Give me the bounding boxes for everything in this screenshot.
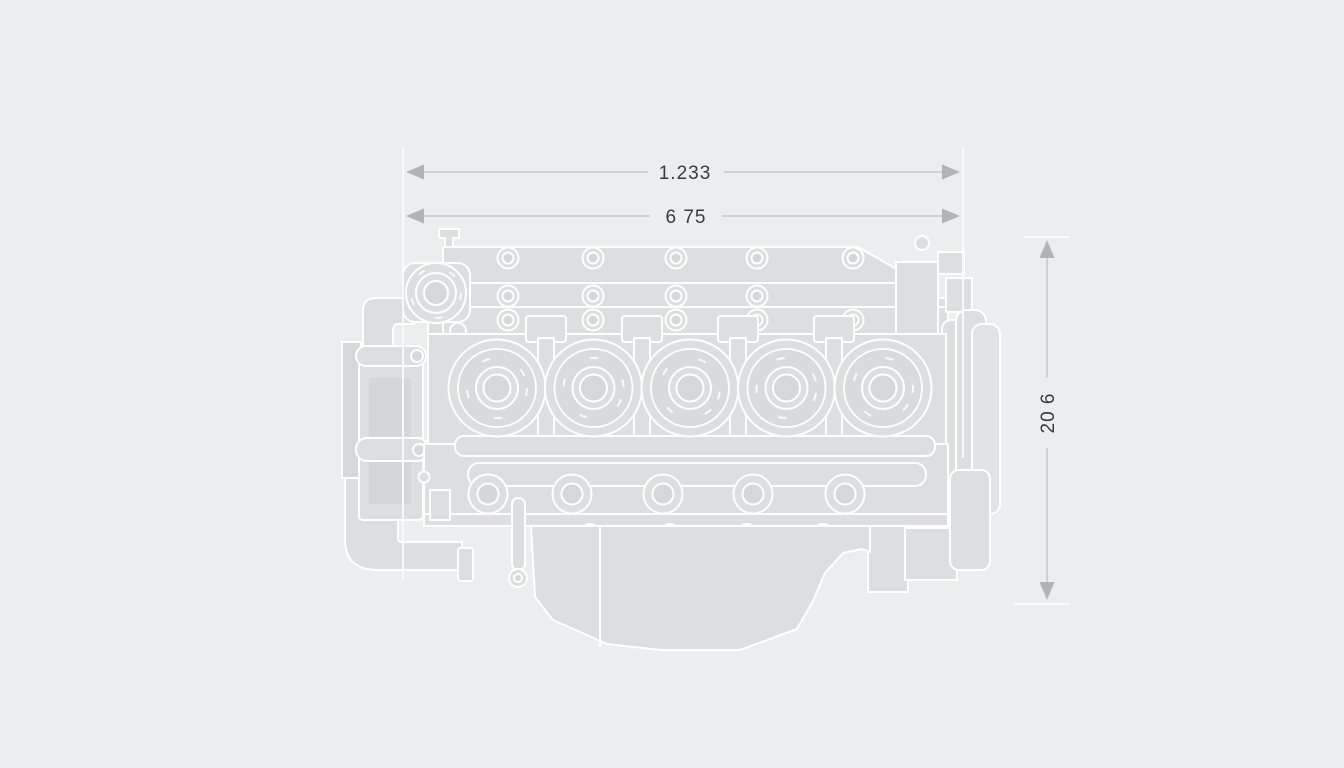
dipstick-rod [508, 497, 528, 588]
dimension-label-inner-width: 6 75 [666, 207, 707, 228]
lifting-eye [914, 235, 930, 251]
head-bolt-row-middle [496, 284, 769, 308]
cylinder-boss [544, 338, 643, 438]
small-fitting [429, 489, 451, 521]
dimension-label-right-height: 20 6 [1038, 393, 1059, 434]
dimension-arrow-right [942, 208, 960, 224]
head-bolt-row-top [496, 246, 865, 270]
mount-arm-upper [355, 345, 427, 367]
dimension-label-top-width: 1.233 [659, 163, 712, 184]
bearing-boss-row [467, 473, 866, 515]
dimension-arrow-up [1039, 240, 1055, 258]
filler-cap [438, 228, 460, 248]
dimension-arrow-left [406, 208, 424, 224]
cylinder-head [429, 228, 945, 335]
flywheel-discs [941, 309, 1001, 571]
cylinder-boss [640, 338, 740, 438]
dimension-right-height: 20 6 [1038, 240, 1059, 600]
cylinder-boss [833, 338, 933, 438]
engine-mount [341, 341, 429, 521]
pipe-foot-tab [457, 547, 474, 582]
dimension-inner-width: 6 75 [406, 207, 960, 228]
dimension-arrow-right [942, 164, 960, 180]
extension-lines [402, 147, 1070, 605]
cylinder-boss [737, 338, 836, 438]
dimension-arrow-down [1039, 582, 1055, 600]
engine-illustration [341, 228, 1001, 651]
dimension-top-width: 1.233 [406, 163, 960, 184]
cylinder-boss [447, 338, 547, 438]
cylinder-boss-row [447, 338, 933, 438]
small-fitting [417, 470, 431, 484]
oil-pan [530, 525, 871, 651]
dimension-arrow-left [406, 164, 424, 180]
